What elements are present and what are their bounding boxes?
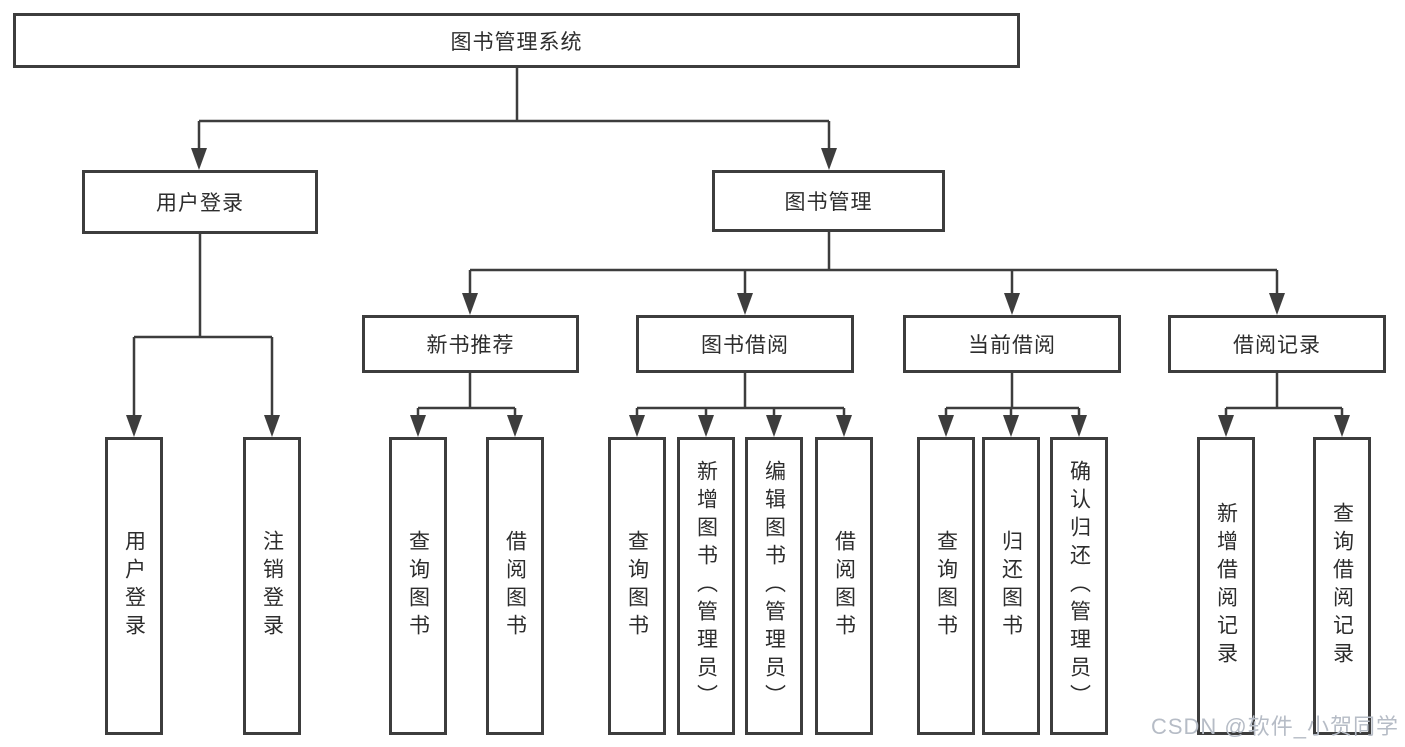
leaf-query-books-borrowing: 查询图书 bbox=[608, 437, 666, 735]
leaf-add-borrowing-record: 新增借阅记录 bbox=[1197, 437, 1255, 735]
leaf-confirm-return-admin: 确认归还（管理员） bbox=[1050, 437, 1108, 735]
leaf-borrow-books: 借阅图书 bbox=[815, 437, 873, 735]
node-library-management-system: 图书管理系统 bbox=[13, 13, 1020, 68]
node-book-management: 图书管理 bbox=[712, 170, 945, 232]
node-user-login: 用户登录 bbox=[82, 170, 318, 234]
leaf-edit-books-admin: 编辑图书（管理员） bbox=[745, 437, 803, 735]
leaf-add-books-admin: 新增图书（管理员） bbox=[677, 437, 735, 735]
leaf-query-books-recommend: 查询图书 bbox=[389, 437, 447, 735]
node-borrowing-records: 借阅记录 bbox=[1168, 315, 1386, 373]
leaf-query-borrowing-record: 查询借阅记录 bbox=[1313, 437, 1371, 735]
leaf-borrow-books-recommend: 借阅图书 bbox=[486, 437, 544, 735]
leaf-query-books-current: 查询图书 bbox=[917, 437, 975, 735]
node-current-borrowing: 当前借阅 bbox=[903, 315, 1121, 373]
csdn-watermark: CSDN @软件_小贺同学 bbox=[1150, 714, 1399, 739]
node-book-borrowing: 图书借阅 bbox=[636, 315, 854, 373]
leaf-user-login: 用户登录 bbox=[105, 437, 163, 735]
leaf-logout: 注销登录 bbox=[243, 437, 301, 735]
node-new-book-recommendation: 新书推荐 bbox=[362, 315, 579, 373]
leaf-return-books: 归还图书 bbox=[982, 437, 1040, 735]
